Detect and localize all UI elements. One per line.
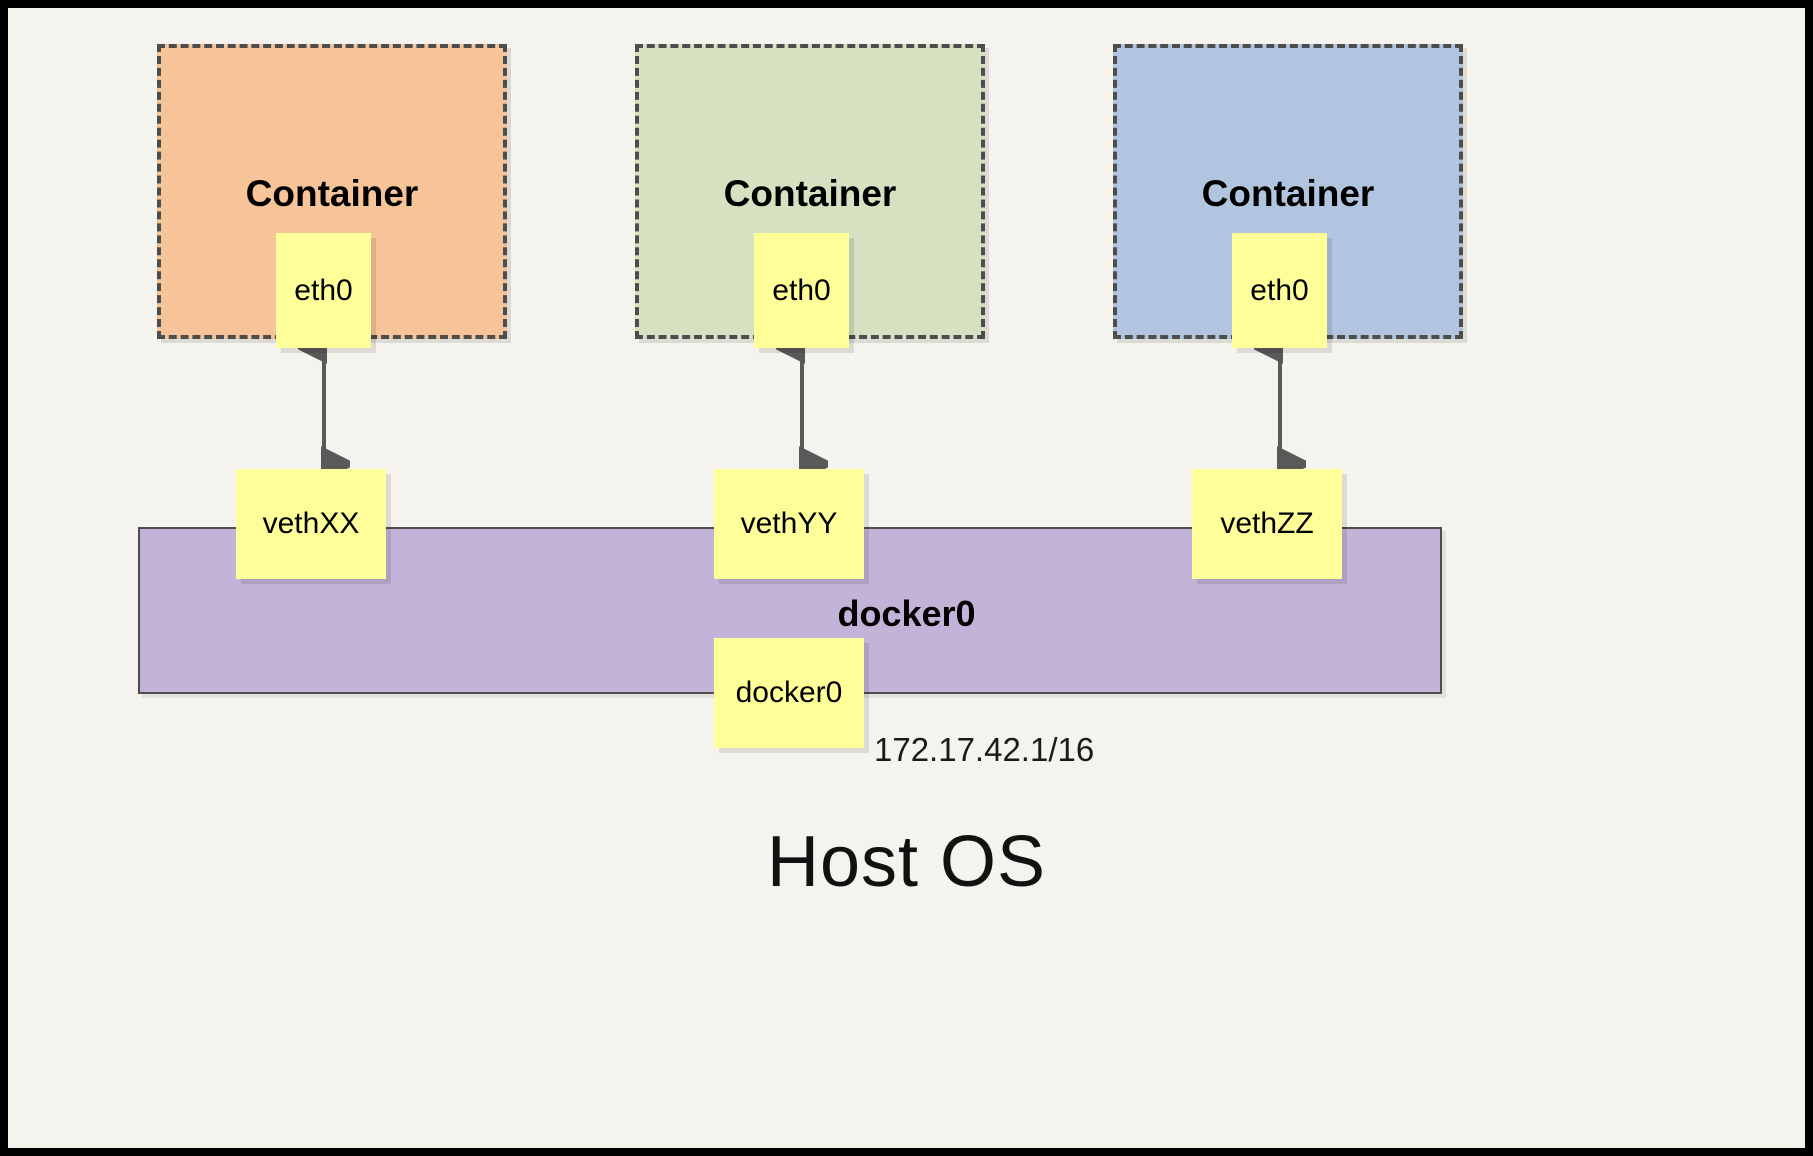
double-arrow-icon-2 bbox=[769, 328, 835, 482]
double-arrow-icon-3 bbox=[1247, 328, 1313, 482]
docker0-bridge-label: docker0 bbox=[837, 593, 976, 634]
veth-note-3[interactable]: vethZZ bbox=[1192, 469, 1342, 579]
eth0-note-label-1: eth0 bbox=[294, 273, 353, 307]
eth0-note-label-2: eth0 bbox=[772, 273, 831, 307]
docker0-interface-label: docker0 bbox=[735, 676, 843, 709]
veth-link-arrow-2 bbox=[769, 328, 835, 482]
veth-note-label-3: vethZZ bbox=[1220, 507, 1314, 540]
docker0-interface-note[interactable]: docker0 bbox=[714, 638, 864, 748]
veth-link-arrow-3 bbox=[1247, 328, 1313, 482]
double-arrow-icon-1 bbox=[291, 328, 357, 482]
host-os-stage: Container Container Container eth0 eth0 … bbox=[8, 8, 1805, 1148]
eth0-note-1[interactable]: eth0 bbox=[276, 233, 371, 348]
container-title-1: Container bbox=[245, 173, 419, 214]
veth-note-2[interactable]: vethYY bbox=[714, 469, 864, 579]
veth-note-label-1: vethXX bbox=[262, 507, 360, 540]
container-title-2: Container bbox=[723, 173, 897, 214]
veth-note-label-2: vethYY bbox=[740, 507, 838, 540]
veth-note-1[interactable]: vethXX bbox=[236, 469, 386, 579]
eth0-note-label-3: eth0 bbox=[1250, 273, 1309, 307]
eth0-note-3[interactable]: eth0 bbox=[1232, 233, 1327, 348]
veth-link-arrow-1 bbox=[291, 328, 357, 482]
docker0-ip-label: 172.17.42.1/16 bbox=[874, 731, 1095, 768]
eth0-note-2[interactable]: eth0 bbox=[754, 233, 849, 348]
host-os-label: Host OS bbox=[766, 822, 1047, 902]
container-title-3: Container bbox=[1201, 173, 1375, 214]
